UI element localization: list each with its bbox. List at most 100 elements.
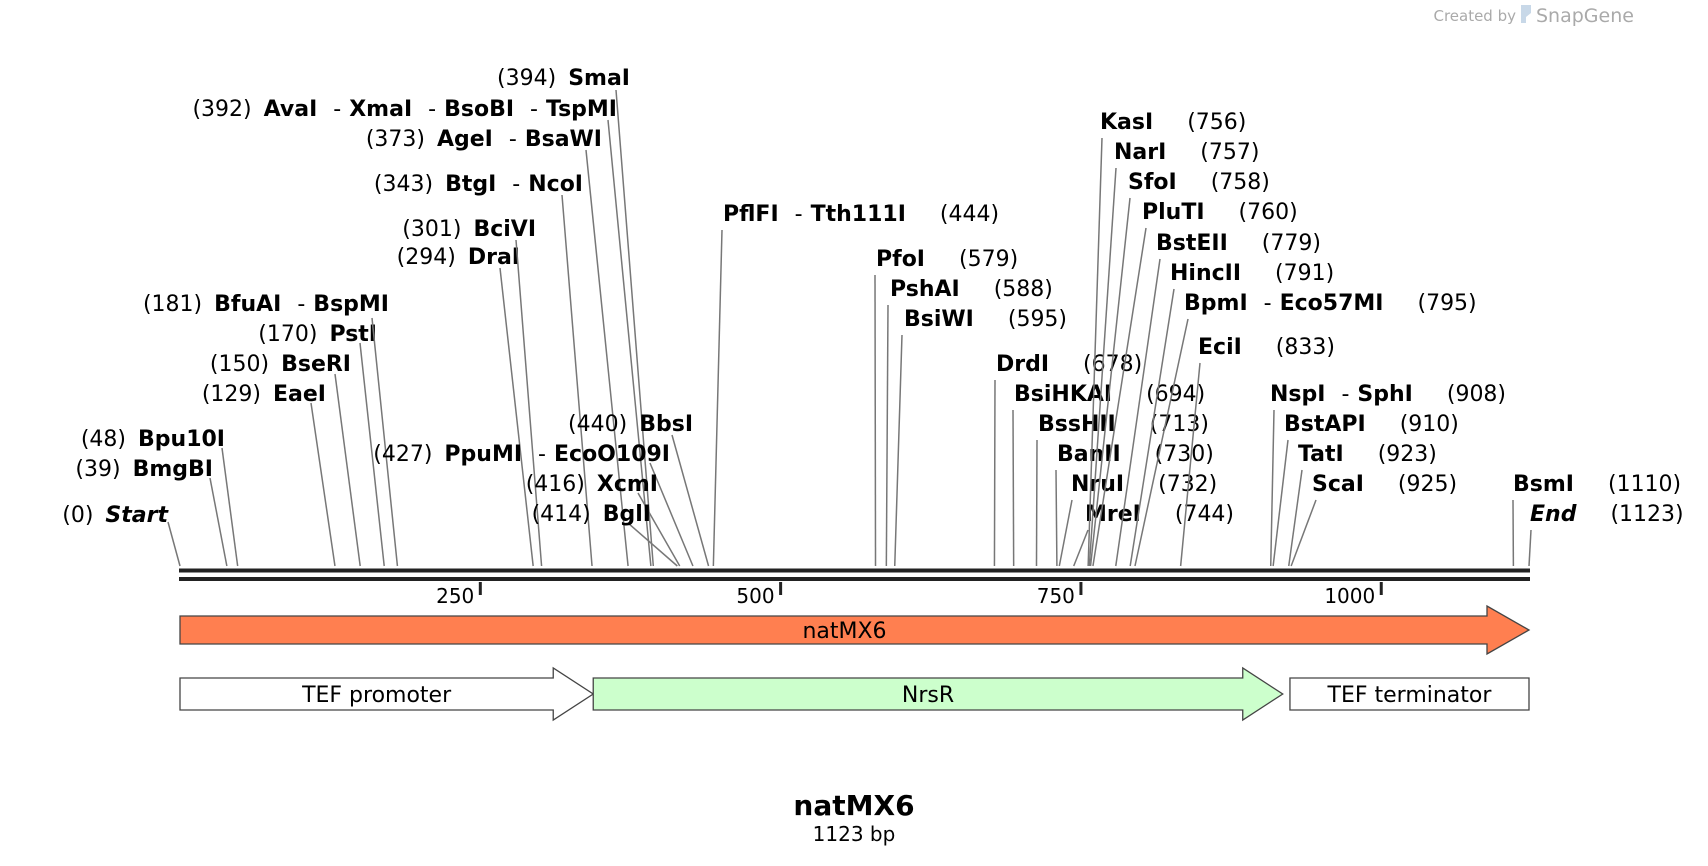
site-position: (779)	[1262, 231, 1321, 256]
site-label: NspI-SphI(908)	[1270, 382, 1506, 407]
enzyme-name: BssHII	[1038, 412, 1116, 437]
site-label: ScaI(925)	[1312, 472, 1457, 497]
cut-line-bmgbi	[209, 477, 228, 567]
site-position: (744)	[1175, 502, 1234, 527]
site-label: BssHII (713)	[1038, 412, 1209, 437]
site-label: (294)DraI	[397, 245, 520, 270]
enzyme-name: BbsI	[639, 412, 693, 437]
site-bpmi: BpmI-Eco57MI(795)	[1134, 291, 1477, 567]
site-pshai: PshAI(588)	[885, 277, 1053, 567]
enzyme-name: EaeI	[273, 382, 326, 407]
enzyme-name: EcoO109I	[554, 442, 670, 467]
enzyme-name: Start	[105, 503, 169, 528]
site-position: (301)	[402, 217, 461, 242]
cut-line-end	[1528, 529, 1532, 567]
site-bsteii: BstEII(779)	[1115, 231, 1321, 567]
site-position: (795)	[1417, 291, 1476, 316]
enzyme-name: TspMI	[546, 97, 617, 122]
feature-label: TEF promoter	[301, 683, 452, 708]
feature-shape	[592, 666, 1284, 722]
snapgene-logo-icon	[1521, 5, 1531, 23]
site-bsshii: BssHII (713)	[1035, 412, 1209, 567]
site-label: BstEII(779)	[1156, 231, 1321, 256]
cut-line-pfoi	[874, 274, 877, 567]
site-joiner: -	[1264, 291, 1272, 316]
cut-line-drai	[499, 267, 534, 567]
site-bsihkai: BsiHKAI(694)	[1012, 382, 1205, 567]
site-label: NruI(732)	[1071, 472, 1217, 497]
site-position: (444)	[940, 202, 999, 227]
cut-line-kasi	[1087, 137, 1103, 567]
site-agei: (373)AgeI-BsaWI	[366, 127, 629, 567]
feature-label: NrsR	[902, 683, 954, 708]
feature-tef-terminator: TEF terminator	[1289, 677, 1530, 711]
enzyme-name: KasI	[1100, 110, 1153, 135]
site-bpu10i: (48)Bpu10I	[81, 427, 239, 567]
site-label: (394)SmaI	[497, 66, 630, 91]
site-position: (373)	[366, 127, 425, 152]
cut-line-mrei	[1073, 529, 1089, 567]
site-label: (39)BmgBI	[75, 457, 213, 482]
enzyme-name: End	[1530, 502, 1577, 527]
site-label: (129)EaeI	[202, 382, 326, 407]
site-position: (414)	[532, 502, 591, 527]
enzyme-name: BciVI	[473, 217, 536, 242]
enzyme-name: Eco57MI	[1280, 291, 1384, 316]
site-joiner: -	[538, 442, 546, 467]
enzyme-name: NcoI	[528, 172, 583, 197]
cut-line-bbsi	[671, 434, 710, 567]
site-nrui: NruI(732)	[1058, 472, 1217, 567]
cut-line-start	[167, 521, 181, 567]
site-position: (1123)	[1610, 502, 1683, 527]
site-label: PshAI(588)	[890, 277, 1053, 302]
enzyme-name: BtgI	[445, 172, 496, 197]
enzyme-name: PpuMI	[444, 442, 522, 467]
cut-line-pflfi	[712, 229, 723, 567]
site-position: (713)	[1150, 412, 1209, 437]
site-label: TatI(923)	[1298, 442, 1437, 467]
enzyme-name: BglI	[603, 502, 651, 527]
cut-line-banii	[1055, 469, 1058, 567]
site-position: (730)	[1155, 442, 1214, 467]
cut-line-eaei	[310, 402, 336, 567]
site-position: (343)	[374, 172, 433, 197]
site-joiner: -	[428, 97, 436, 122]
site-position: (757)	[1200, 140, 1259, 165]
feature-tef-promoter: TEF promoter	[179, 666, 595, 722]
site-joiner: -	[795, 202, 803, 227]
site-psti: (170)PstI	[258, 322, 385, 567]
site-bgli: (414) BglI	[532, 502, 678, 567]
cut-line-ecii	[1179, 362, 1201, 567]
tick-label-1000: 1000	[1324, 584, 1375, 608]
backbone	[179, 568, 1530, 581]
enzyme-name: BstAPI	[1284, 412, 1366, 437]
cut-line-nari	[1088, 167, 1117, 567]
site-position: (908)	[1447, 382, 1506, 407]
site-label: (181)BfuAI-BspMI	[143, 292, 389, 317]
cut-line-bseri	[334, 373, 361, 567]
site-label: BpmI-Eco57MI(795)	[1184, 291, 1477, 316]
site-label: (48)Bpu10I	[81, 427, 225, 452]
site-position: (394)	[497, 66, 556, 91]
feature-nrsr: NrsR	[592, 666, 1284, 722]
site-label: SfoI(758)	[1128, 170, 1270, 195]
site-xcmi: (416)XcmI	[526, 472, 681, 567]
site-label: PfoI(579)	[876, 247, 1018, 272]
enzyme-name: PstI	[329, 322, 377, 347]
site-sfoi: SfoI(758)	[1089, 170, 1270, 567]
site-joiner: -	[1341, 382, 1349, 407]
site-tati: TatI(923)	[1288, 442, 1437, 567]
site-ppumi: (427)PpuMI-EcoO109I	[373, 442, 694, 567]
cut-line-avai	[607, 119, 652, 567]
site-position: (910)	[1400, 412, 1459, 437]
site-label: BsiWI(595)	[904, 307, 1067, 332]
site-label: (392)AvaI-XmaI-BsoBI-TspMI	[192, 97, 617, 122]
site-position: (150)	[210, 352, 269, 377]
site-label: BsiHKAI(694)	[1014, 382, 1205, 407]
site-position: (588)	[994, 277, 1053, 302]
site-label: MreI(744)	[1085, 502, 1234, 527]
enzyme-name: Tth111I	[811, 202, 906, 227]
feature-label: TEF terminator	[1327, 683, 1493, 708]
